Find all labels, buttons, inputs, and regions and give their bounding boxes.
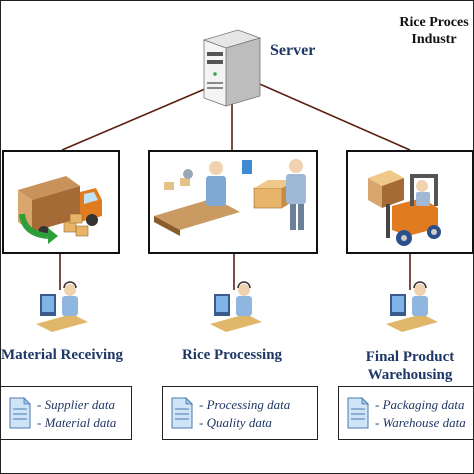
document-icon bbox=[171, 397, 193, 429]
delivery-truck-icon bbox=[18, 176, 102, 244]
stage-label-line-1: Rice Processing bbox=[181, 347, 283, 363]
data-box-material-receiving: - Supplier data - Material data bbox=[0, 386, 132, 440]
stage-label-final-product-warehousing: Final Product Warehousing bbox=[350, 348, 470, 384]
stage-label-material-receiving: Material Receiving bbox=[0, 346, 124, 364]
diagram-title: Rice Proces Industr bbox=[396, 14, 472, 54]
data-item: - Warehouse data bbox=[375, 415, 466, 430]
stage-box-rice-processing bbox=[148, 150, 318, 254]
link-server-receiving bbox=[61, 79, 227, 151]
stage-label-rice-processing: Rice Processing bbox=[170, 346, 294, 364]
link-server-warehousing bbox=[245, 77, 411, 151]
stage-box-final-product-warehousing bbox=[346, 150, 474, 254]
stage-label-line-1: Material Receiving bbox=[0, 347, 124, 363]
stage-box-material-receiving bbox=[2, 150, 120, 254]
data-item: - Packaging data bbox=[375, 397, 465, 412]
document-icon bbox=[9, 397, 31, 429]
data-item: - Material data bbox=[37, 415, 117, 430]
data-box-final-product-warehousing: - Packaging data - Warehouse data bbox=[338, 386, 474, 440]
title-line-2: Industr bbox=[411, 32, 457, 47]
data-item: - Supplier data bbox=[37, 397, 115, 412]
forklift-icon bbox=[368, 170, 441, 246]
document-icon bbox=[347, 397, 369, 429]
server-tower-icon bbox=[202, 29, 262, 107]
operator-computer-icon bbox=[210, 281, 262, 332]
stage-label-line-1: Final Product bbox=[365, 349, 455, 365]
operator-computer-icon bbox=[386, 281, 438, 332]
stage-label-line-2: Warehousing bbox=[367, 367, 453, 383]
data-item: - Processing data bbox=[199, 397, 291, 412]
data-item: - Quality data bbox=[199, 415, 272, 430]
assembly-line-icon bbox=[154, 159, 306, 236]
operator-computer-icon bbox=[36, 281, 88, 332]
title-line-1: Rice Proces bbox=[399, 15, 469, 30]
data-box-rice-processing: - Processing data - Quality data bbox=[162, 386, 318, 440]
server-label: Server bbox=[270, 42, 316, 59]
